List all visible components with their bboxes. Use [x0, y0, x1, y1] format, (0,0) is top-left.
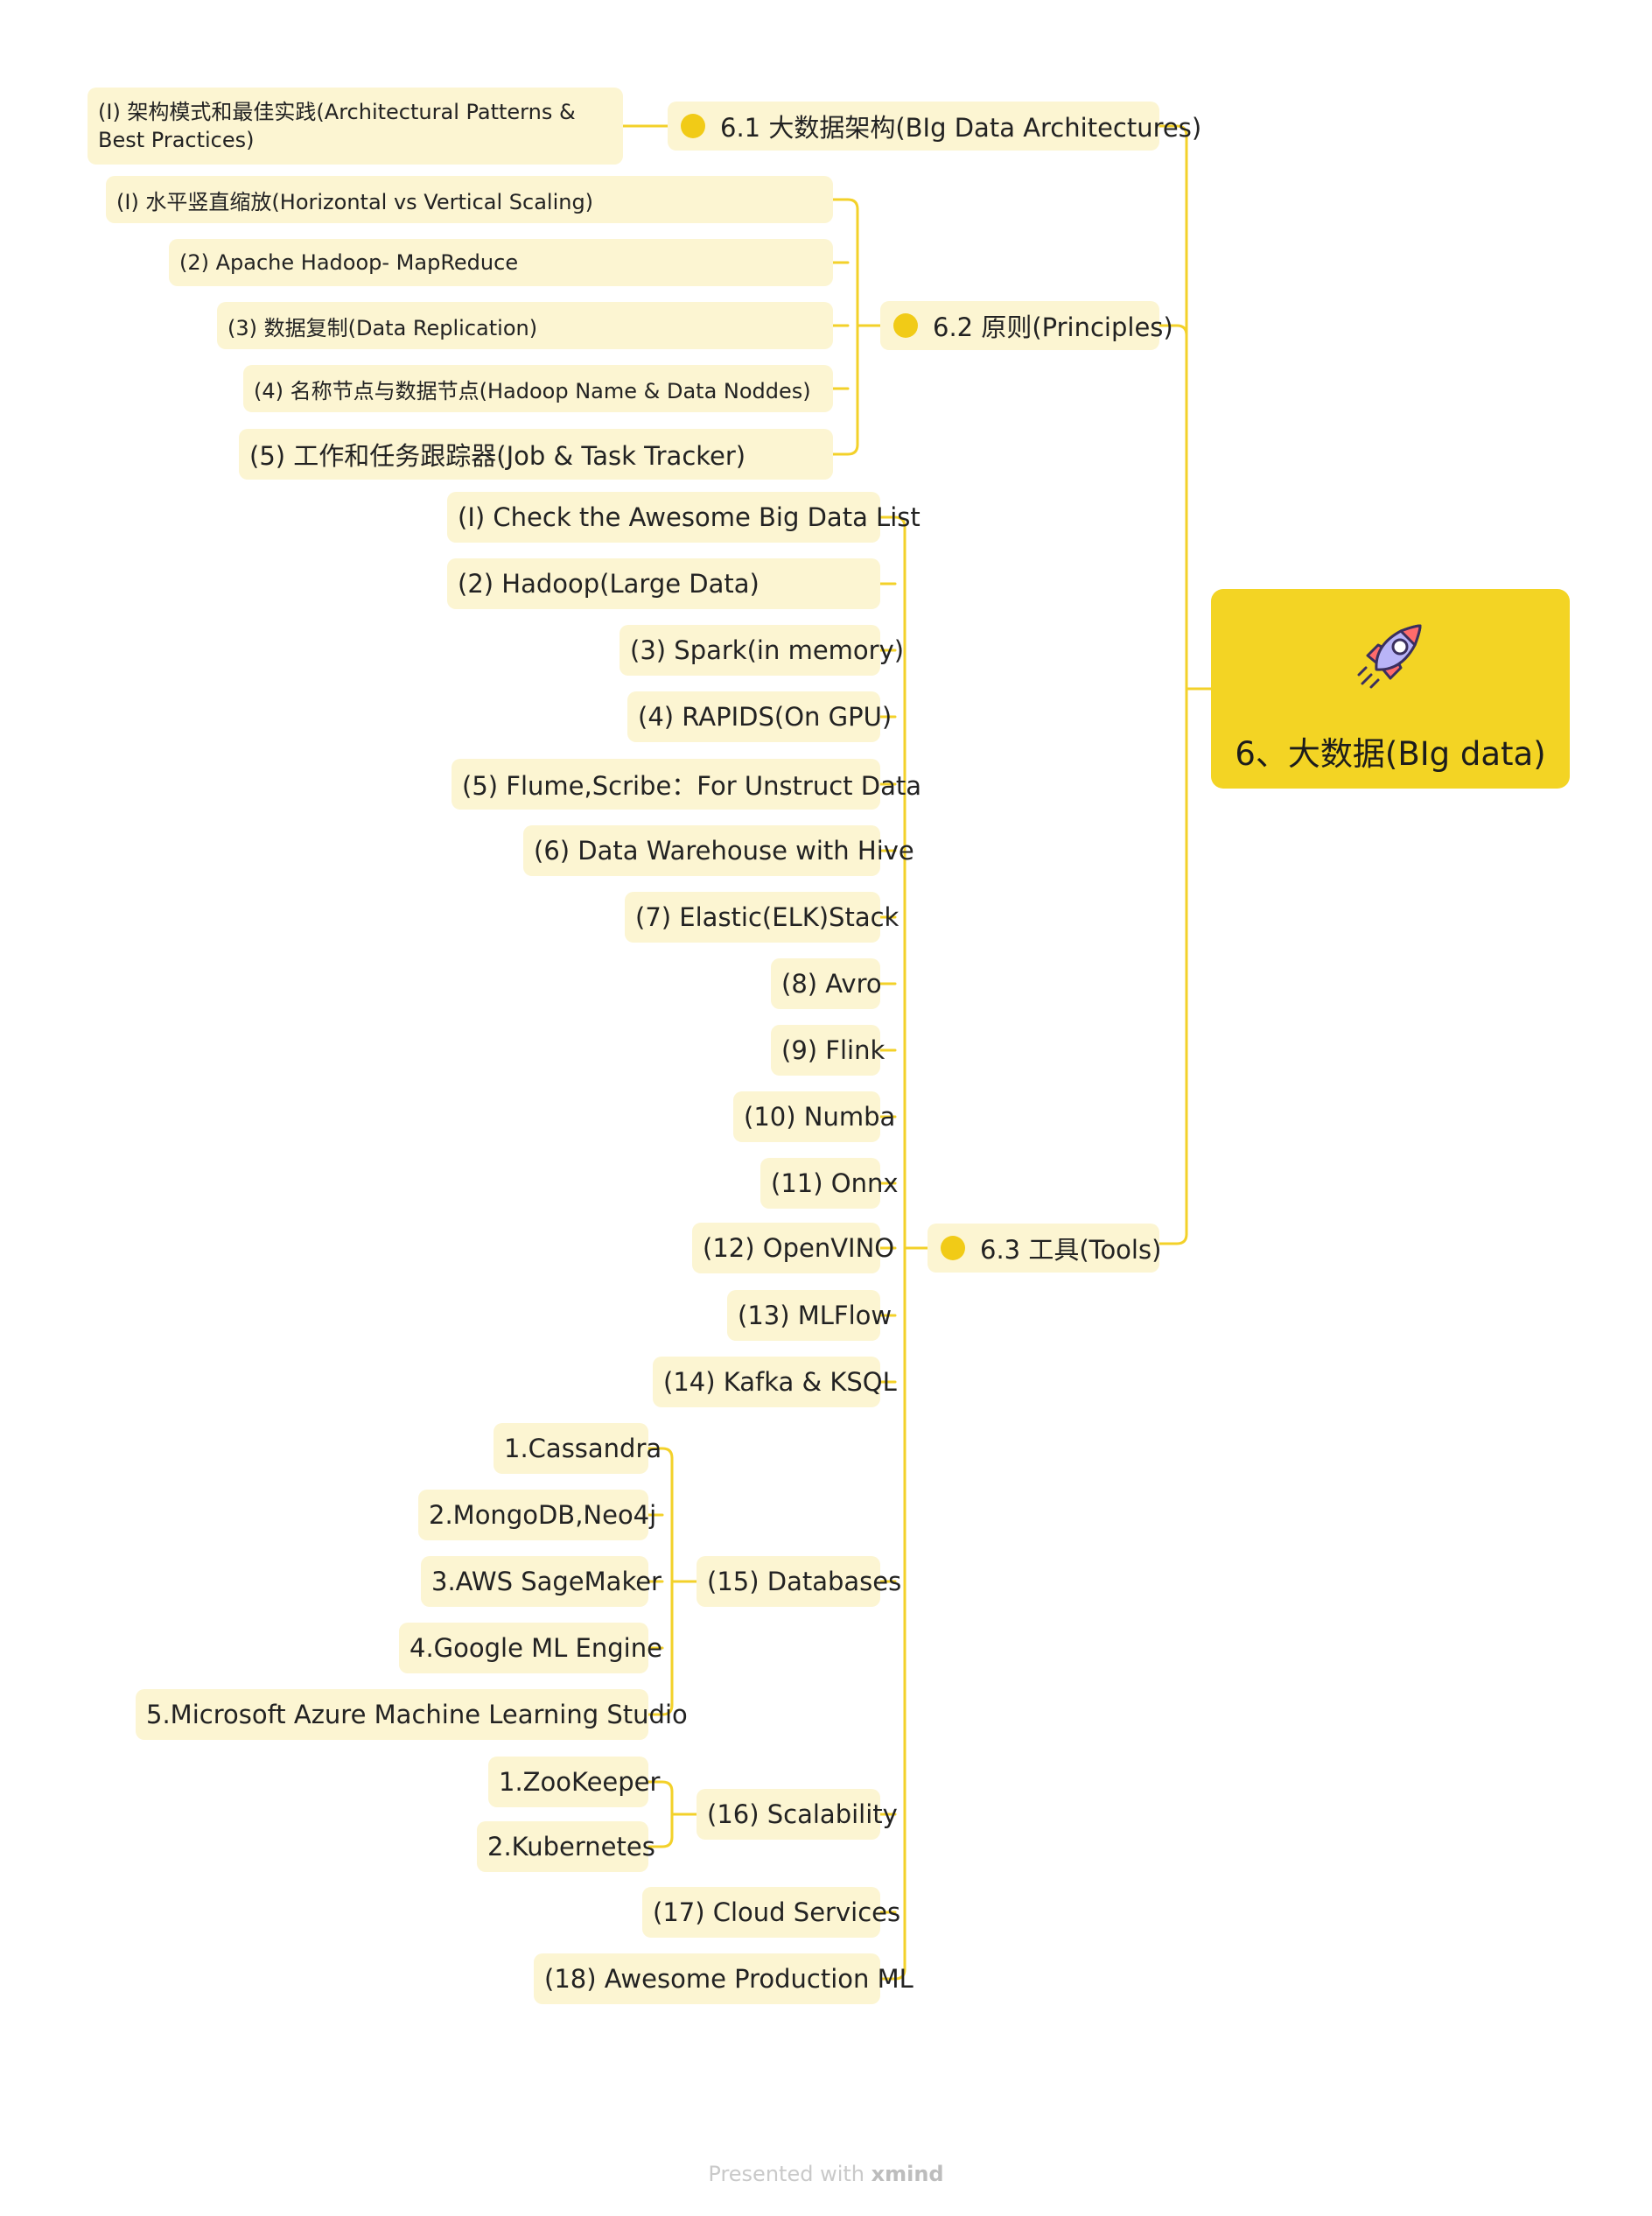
list-item-db-2[interactable]: 2.MongoDB,Neo4j [418, 1490, 656, 1540]
rocket-icon [1357, 624, 1422, 689]
list-item-scal-2[interactable]: 2.Kubernetes [477, 1821, 655, 1872]
bullet-icon [681, 114, 705, 138]
list-item-tool-4[interactable]: (4) RAPIDS(On GPU) [627, 691, 892, 742]
branch-6-1[interactable]: 6.1 大数据架构(BIg Data Architectures) [668, 102, 1201, 151]
item-label: (5) 工作和任务跟踪器(Job & Task Tracker) [249, 441, 746, 471]
item-label: (2) Hadoop(Large Data) [458, 569, 760, 599]
list-item-tool-17[interactable]: (17) Cloud Services [642, 1887, 900, 1938]
list-item-scal-1[interactable]: 1.ZooKeeper [488, 1757, 660, 1807]
bullet-icon [893, 313, 918, 338]
item-label: 3.AWS SageMaker [431, 1567, 662, 1596]
branch-6-1-title: 6.1 大数据架构(BIg Data Architectures) [720, 113, 1202, 143]
footer-prefix: Presented with [708, 2162, 864, 2186]
xmind-logo: xmind [871, 2162, 944, 2186]
item-label: 2.Kubernetes [487, 1832, 655, 1862]
item-label: (7) Elastic(ELK)Stack [635, 902, 900, 932]
branch-6-2-title: 6.2 原则(Principles) [933, 312, 1173, 342]
branch-6-3-title: 6.3 工具(Tools) [980, 1235, 1162, 1265]
item-label: (10) Numba [744, 1102, 896, 1132]
item-label: (I) Check the Awesome Big Data List [458, 502, 920, 532]
list-item-scaling[interactable]: (I) 水平竖直缩放(Horizontal vs Vertical Scalin… [106, 176, 833, 223]
item-label: (18) Awesome Production ML [544, 1964, 914, 1994]
list-item-db-1[interactable]: 1.Cassandra [494, 1423, 662, 1474]
item-label: (11) Onnx [771, 1168, 899, 1198]
list-item-architectural-patterns[interactable]: (I) 架构模式和最佳实践(Architectural Patterns & B… [88, 88, 623, 165]
list-item-tool-7[interactable]: (7) Elastic(ELK)Stack [625, 892, 899, 943]
item-label: (4) 名称节点与数据节点(Hadoop Name & Data Noddes) [254, 378, 811, 403]
item-label: (8) Avro [781, 969, 882, 999]
list-item-data-replication[interactable]: (3) 数据复制(Data Replication) [217, 302, 833, 349]
item-label: 2.MongoDB,Neo4j [429, 1500, 657, 1530]
list-item-tool-6[interactable]: (6) Data Warehouse with Hive [523, 825, 914, 876]
list-item-tool-14[interactable]: (14) Kafka & KSQL [653, 1357, 897, 1407]
branch-6-2[interactable]: 6.2 原则(Principles) [880, 301, 1173, 350]
item-label: (12) OpenVINO [703, 1233, 895, 1263]
branch-6-3[interactable]: 6.3 工具(Tools) [928, 1224, 1162, 1273]
list-item-tool-11[interactable]: (11) Onnx [760, 1158, 899, 1209]
item-label: (3) Spark(in memory) [630, 635, 905, 665]
item-label: (4) RAPIDS(On GPU) [638, 702, 892, 732]
list-item-tool-13[interactable]: (13) MLFlow [727, 1290, 892, 1341]
list-item-tool-15[interactable]: (15) Databases [696, 1556, 901, 1607]
root-title: 6、大数据(BIg data) [1235, 735, 1546, 773]
footer: Presented with xmind [0, 2162, 1652, 2186]
item-label: 4.Google ML Engine [410, 1633, 662, 1663]
item-label: 1.Cassandra [504, 1434, 662, 1463]
item-label: (17) Cloud Services [653, 1897, 901, 1927]
list-item-tool-5[interactable]: (5) Flume,Scribe：For Unstruct Data [452, 759, 921, 810]
item-label: (2) Apache Hadoop- MapReduce [179, 250, 519, 275]
item-label: (I) 水平竖直缩放(Horizontal vs Vertical Scalin… [116, 189, 594, 214]
item-label: 1.ZooKeeper [499, 1767, 661, 1797]
list-item-tool-18[interactable]: (18) Awesome Production ML [534, 1953, 914, 2004]
list-item-tool-1[interactable]: (I) Check the Awesome Big Data List [447, 492, 920, 543]
item-label: (14) Kafka & KSQL [663, 1367, 897, 1397]
item-label: 5.Microsoft Azure Machine Learning Studi… [146, 1700, 688, 1729]
item-label: (5) Flume,Scribe：For Unstruct Data [462, 771, 922, 801]
list-item-tool-2[interactable]: (2) Hadoop(Large Data) [447, 558, 880, 609]
item-label: (6) Data Warehouse with Hive [534, 836, 914, 866]
item-label: (9) Flink [781, 1035, 886, 1065]
list-item-tool-10[interactable]: (10) Numba [733, 1091, 895, 1142]
list-item-tool-9[interactable]: (9) Flink [771, 1025, 885, 1076]
list-item-tool-12[interactable]: (12) OpenVINO [692, 1223, 894, 1273]
list-item-db-5[interactable]: 5.Microsoft Azure Machine Learning Studi… [136, 1689, 688, 1740]
list-item-name-data-nodes[interactable]: (4) 名称节点与数据节点(Hadoop Name & Data Noddes) [243, 365, 833, 412]
item-label: (16) Scalability [707, 1799, 898, 1829]
list-item-job-task-tracker[interactable]: (5) 工作和任务跟踪器(Job & Task Tracker) [239, 429, 833, 480]
list-item-mapreduce[interactable]: (2) Apache Hadoop- MapReduce [169, 239, 833, 286]
item-label: (15) Databases [707, 1567, 902, 1596]
list-item-db-4[interactable]: 4.Google ML Engine [399, 1623, 662, 1673]
bullet-icon [941, 1236, 965, 1260]
root-topic[interactable]: 6、大数据(BIg data) [1211, 589, 1570, 789]
list-item-tool-3[interactable]: (3) Spark(in memory) [620, 625, 904, 676]
list-item-tool-16[interactable]: (16) Scalability [696, 1789, 898, 1840]
item-label: (I) 架构模式和最佳实践(Architectural Patterns & B… [98, 100, 576, 152]
item-label: (3) 数据复制(Data Replication) [228, 315, 538, 340]
list-item-tool-8[interactable]: (8) Avro [771, 958, 882, 1009]
item-label: (13) MLFlow [738, 1301, 892, 1330]
list-item-db-3[interactable]: 3.AWS SageMaker [421, 1556, 662, 1607]
